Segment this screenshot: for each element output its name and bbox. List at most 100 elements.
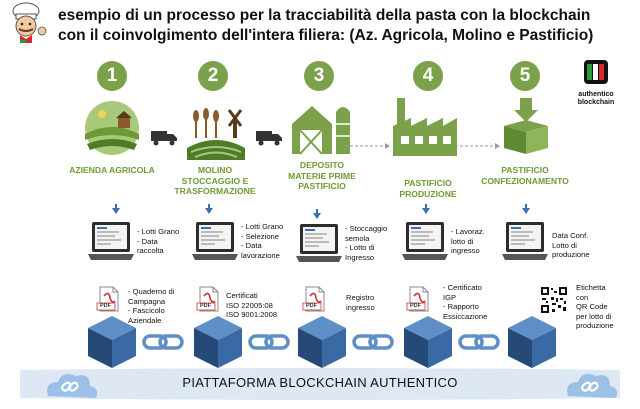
chef-mascot-icon <box>12 2 47 43</box>
qr-code-icon <box>540 286 568 314</box>
down-arrow-icon <box>205 204 213 214</box>
note-line: QR Code <box>576 302 608 312</box>
chain-link-icon <box>352 334 394 350</box>
note-line: lotto di <box>451 236 474 246</box>
note-line: raccolta <box>137 246 164 256</box>
cloud-chain-icon <box>567 374 618 398</box>
note-line: per lotto di <box>576 311 612 321</box>
stage-label-line: CONFEZIONAMENTO <box>481 175 569 186</box>
note-line: ingresso <box>346 302 375 312</box>
blockchain-block-icon <box>508 316 556 368</box>
page-title: esempio di un processo per la tracciabil… <box>58 6 618 46</box>
blockchain-block-icon <box>194 316 242 368</box>
down-arrow-icon <box>422 204 430 214</box>
note-line: Essiccazione <box>443 311 488 321</box>
stage-label-3: DEPOSITO MATERIE PRIME PASTIFICIO <box>272 160 372 192</box>
data-note-4: - Lavoraz. lotto di ingresso <box>451 227 507 256</box>
note-line: produzione <box>576 321 614 331</box>
stage-label-line: DEPOSITO <box>299 160 345 170</box>
note-line: - Data <box>137 236 158 246</box>
stage-label-line: PASTIFICIO <box>298 181 346 191</box>
down-arrow-icon <box>522 204 530 214</box>
truck-icon <box>151 131 177 146</box>
note-line: IGP <box>443 292 457 302</box>
pdf-label: PDF <box>200 303 211 309</box>
farm-field-icon <box>85 101 139 155</box>
note-line: - Fascicolo <box>128 306 165 316</box>
note-line: - Certificato <box>443 283 482 292</box>
note-line: Lotto di <box>552 240 577 250</box>
truck-icon <box>256 131 282 146</box>
down-arrow-icon <box>112 204 120 214</box>
blockchain-block-icon <box>88 316 136 368</box>
pdf-label: PDF <box>306 303 317 309</box>
chain-link-icon <box>458 334 500 350</box>
note-line: Ingresso <box>345 252 375 262</box>
stage-label-line: AZIENDA AGRICOLA <box>69 165 155 175</box>
note-line: - Lotti Grano <box>241 222 284 231</box>
stage-label-line: MATERIE PRIME <box>288 170 356 181</box>
wheat-field-icon <box>187 108 245 160</box>
note-line: con <box>576 292 589 302</box>
data-note-1: - Lotti Grano - Data raccolta <box>137 227 197 256</box>
title-line-2: con il coinvolgimento dell'intera filier… <box>58 27 594 44</box>
factory-icon <box>393 98 457 156</box>
note-line: semola <box>345 233 370 243</box>
pdf-document-icon: PDF <box>302 286 328 317</box>
stage-label-4: PASTIFICIO PRODUZIONE <box>378 178 478 199</box>
laptop-icon <box>502 222 548 260</box>
step-number-4: 4 <box>413 61 443 91</box>
note-line: - Lotti Grano <box>137 227 180 236</box>
note-line: Data Conf. <box>552 231 589 240</box>
stage-label-line: PRODUZIONE <box>399 188 457 199</box>
authentico-logo: authentico blockchain <box>570 58 622 107</box>
step-number-5: 5 <box>510 61 540 91</box>
blockchain-platform-label: PIATTAFORMA BLOCKCHAIN AUTHENTICO <box>182 375 458 390</box>
pdf-label: PDF <box>100 303 111 309</box>
note-line: Certificati <box>226 291 258 300</box>
title-line-1: esempio di un processo per la tracciabil… <box>58 7 591 24</box>
chain-link-icon <box>142 334 184 350</box>
data-note-3: - Stoccaggio semola - Lotto di Ingresso <box>345 224 401 262</box>
doc-note-3: Registro ingresso <box>346 293 396 312</box>
note-line: Aziendale <box>128 315 162 325</box>
doc-note-2: Certificati ISO 22005:08 ISO 9001:2008 <box>226 291 296 320</box>
step-number-3: 3 <box>304 61 334 91</box>
logo-line-2: blockchain <box>577 99 615 106</box>
package-box-icon <box>504 98 548 154</box>
laptop-icon <box>296 224 342 262</box>
pdf-document-icon: PDF <box>96 286 122 317</box>
note-line: Etichetta <box>576 283 606 292</box>
note-line: - Quaderno di <box>128 287 175 296</box>
note-line: produzione <box>552 250 590 260</box>
pdf-document-icon: PDF <box>406 286 432 317</box>
note-line: lavorazione <box>241 250 280 260</box>
stage-label-line: MOLINO <box>197 165 233 175</box>
doc-note-4: - Certificato IGP - Rapporto Essiccazion… <box>443 283 505 321</box>
logo-line-1: authentico <box>578 91 614 98</box>
laptop-icon <box>192 222 238 260</box>
barn-silo-icon <box>292 106 350 155</box>
step-number-2: 2 <box>198 61 228 91</box>
step-number-1: 1 <box>97 61 127 91</box>
note-line: Campagna <box>128 296 166 306</box>
note-line: - Lotto di <box>345 243 375 253</box>
data-note-2: - Lotti Grano - Selezione - Data lavoraz… <box>241 222 301 260</box>
note-line: - Selezione <box>241 231 279 241</box>
cloud-chain-icon <box>47 374 98 398</box>
note-line: ISO 22005:08 <box>226 300 273 310</box>
stage-label-line: STOCCAGGIO E <box>181 175 249 186</box>
stage-label-line: PASTIFICIO <box>404 178 452 188</box>
stage-label-line: TRASFORMAZIONE <box>174 186 256 196</box>
stage-label-line: PASTIFICIO <box>501 165 549 175</box>
laptop-icon <box>402 222 448 260</box>
data-note-5: Data Conf. Lotto di produzione <box>552 231 612 260</box>
pdf-label: PDF <box>410 303 421 309</box>
note-line: - Stoccaggio <box>345 224 388 233</box>
stage-label-2: MOLINO STOCCAGGIO E TRASFORMAZIONE <box>160 165 270 197</box>
blockchain-graphic <box>20 316 620 400</box>
authentico-logo-icon <box>584 60 608 84</box>
stage-label-1: AZIENDA AGRICOLA <box>52 165 172 176</box>
blockchain-block-icon <box>404 316 452 368</box>
down-arrow-icon <box>313 209 321 219</box>
